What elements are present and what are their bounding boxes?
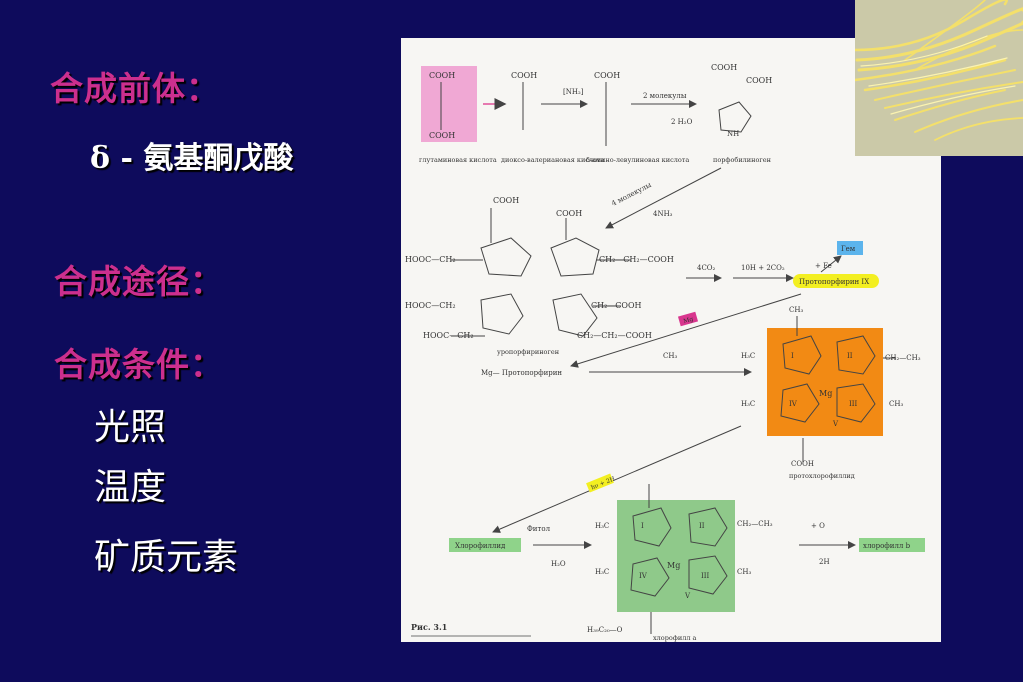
two-h-label: 2H (819, 558, 830, 566)
four-molecules-label: 4 молекулы (610, 181, 653, 208)
ring-5-label: V (832, 420, 839, 428)
h2o-label: H₂O (551, 560, 566, 568)
hooc-ch2-label: HOOC—CH₂ (423, 331, 474, 340)
h3c-label: H₃C (595, 522, 609, 530)
h3c-label: H₃C (741, 400, 755, 408)
condition-mineral-elements: 矿质元素 (94, 537, 239, 578)
hv-2h-highlight (586, 473, 614, 493)
ch2-ch3-label: CH₂—CH₃ (885, 354, 921, 362)
chlorophyll-a-label: хлорофилл a (653, 634, 697, 642)
h3c-label: H₃C (595, 568, 609, 576)
mg-center-label: Mg (667, 561, 680, 570)
pyrrole-ring (718, 101, 752, 133)
phytol-label: Фитол (527, 525, 551, 533)
figure-caption: Рис. 3.1 (411, 622, 447, 632)
ch2-cooh-label: CH₂—COOH (591, 301, 642, 310)
ring-2-label: II (699, 522, 705, 530)
chlorophyllide-highlight (449, 538, 521, 552)
porphobilinogen-label: порфобилиноген (713, 156, 771, 164)
chlorophyllide-label: Хлорофиллид (455, 542, 506, 550)
two-h2o-label: 2 H₂O (671, 118, 693, 126)
ch2-label: CH₃ (789, 306, 803, 314)
protochlorophyllide-highlight (767, 328, 883, 436)
dioxovaleric-label: диоксо-валериановая кислота (501, 156, 605, 164)
etiolated-seedlings-photo (855, 0, 1023, 156)
heme-highlight (837, 241, 863, 255)
protoporphyrin-label: Протопорфирин IX (799, 278, 869, 286)
ring-1-label: I (641, 522, 644, 530)
phytyl-label: H₃₉C₂₀—O (587, 626, 623, 634)
plus-fe-label: + Fe (815, 262, 832, 270)
condition-temperature: 温度 (94, 467, 167, 508)
condition-light: 光照 (94, 407, 167, 448)
uroporphyrinogen-structure (451, 208, 631, 337)
chlorophyll-a-highlight (617, 500, 735, 612)
cooh-label: COOH (493, 196, 519, 205)
ch2-ch2-cooh-label: CH₂—CH₂—COOH (577, 331, 652, 340)
heme-label: Гем (841, 245, 856, 253)
h3c-label: H₃C (741, 352, 755, 360)
nh2-bracket-label: [NH₂] (563, 88, 584, 96)
ch2-ch3-label: CH₂—CH₃ (737, 520, 773, 528)
precursor-name: δ - 氨基酮戊酸 (90, 141, 294, 176)
mg-center-label: Mg (819, 389, 832, 398)
chlorophyll-b-highlight (859, 538, 925, 552)
heading-precursor: 合成前体： (50, 69, 220, 108)
protoporphyrin-highlight (793, 274, 879, 288)
ring-4-label: IV (789, 400, 798, 408)
hooc-ch2-label: HOOC—CH₂ (405, 301, 456, 310)
cooh-label: COOH (429, 71, 455, 80)
cooh-label: COOH (429, 131, 455, 140)
glutamate-highlight (421, 66, 477, 142)
ring-3-label: III (849, 400, 858, 408)
chlorophyll-b-label: хлорофилл b (863, 542, 911, 550)
two-molecules-label: 2 молекулы (643, 92, 687, 100)
nh-label: NH (727, 130, 739, 138)
plus-o-label: + O (811, 522, 825, 530)
heading-conditions: 合成条件： (54, 345, 224, 384)
mg-label: Mg (683, 316, 695, 326)
ch2-ch2-cooh-label: CH₂—CH₂—COOH (599, 255, 674, 264)
heading-pathway: 合成途径： (54, 262, 224, 301)
protochlorophyllide-structure (780, 316, 896, 462)
cooh-label: COOH (791, 460, 814, 468)
mg-highlight (677, 311, 699, 327)
mg-protoporphyrin-label: Mg— Протопорфирин (481, 369, 562, 377)
cooh-label: COOH (511, 71, 537, 80)
cooh-label: COOH (711, 63, 737, 72)
ring-3-label: III (701, 572, 710, 580)
hooc-ch2-label: HOOC—CH₂ (405, 255, 456, 264)
protochlorophyllide-label: протохлорофиллид (789, 472, 855, 480)
cooh-label: COOH (594, 71, 620, 80)
biosynthesis-pathway-figure: COOH COOH COOH COOH COOH COOH [NH₂] 2 мо… (401, 38, 941, 642)
cooh-label: COOH (556, 209, 582, 218)
ring-4-label: IV (639, 572, 648, 580)
ring-2-label: II (847, 352, 853, 360)
cooh-label: COOH (746, 76, 772, 85)
ring-1-label: I (791, 352, 794, 360)
four-nh3-label: 4NH₃ (653, 210, 673, 218)
ala-label: δ-амино-левулиновая кислота (586, 156, 689, 164)
glutamate-label: глутаминовая кислота (419, 156, 497, 164)
ring-5-label: V (684, 592, 691, 600)
chlorophyll-a-structure (630, 484, 728, 634)
ch3-label: CH₃ (663, 352, 677, 360)
ch3-label: CH₃ (737, 568, 751, 576)
co2-step-label: 10H + 2CO₂ (741, 264, 785, 272)
four-co2-label: 4CO₂ (697, 264, 716, 272)
uroporphyrinogen-label: уропорфириноген (497, 348, 559, 356)
ch3-label: CH₃ (889, 400, 903, 408)
